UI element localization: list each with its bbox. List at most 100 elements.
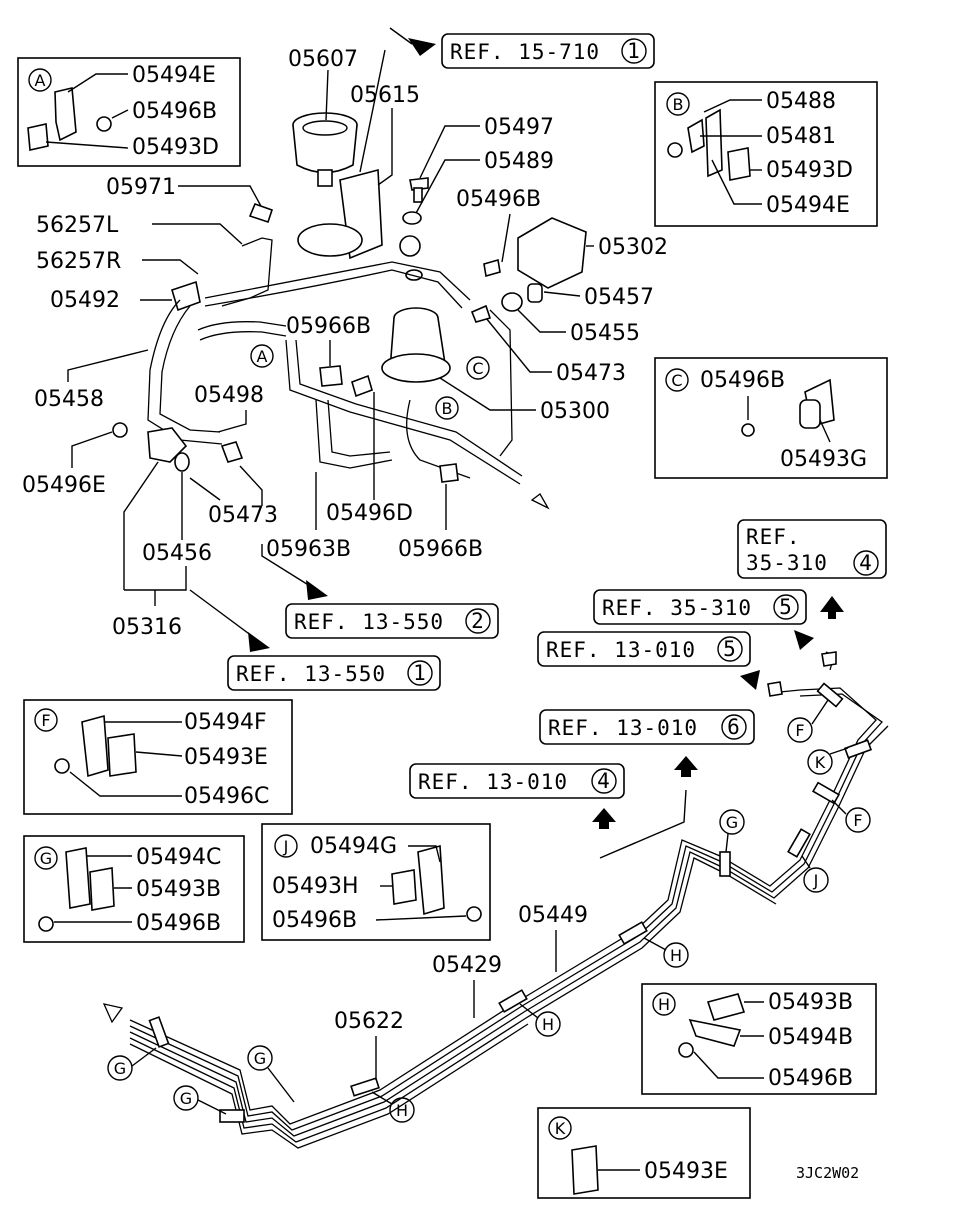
ref-13-550-2[interactable]: REF. 13-550 2 — [261, 544, 499, 639]
part-05494C: 05494C — [136, 845, 221, 870]
clip-marker-k: K — [815, 753, 826, 772]
ref-35-310-4[interactable]: REF. 35-310 4 — [737, 519, 887, 619]
callout-05316: 05316 — [112, 615, 182, 640]
detail-a-marker — [28, 68, 52, 92]
diagram-code: 3JC2W02 — [796, 1164, 859, 1182]
part-05496B-c: 05496B — [700, 368, 785, 393]
ref-13-010-5-num: 5 — [723, 637, 737, 661]
callout-05497: 05497 — [484, 115, 554, 140]
callout-05458: 05458 — [34, 387, 104, 412]
detail-box-c: C 05496B 05493G — [654, 357, 888, 479]
detail-j-letter: J — [283, 837, 289, 856]
detail-box-h: H 05493B 05494B 05496B — [641, 983, 877, 1095]
clamp-shape — [54, 87, 77, 142]
clip-marker-g-2: G — [254, 1049, 266, 1068]
clip-marker-b: B — [442, 399, 453, 418]
detail-a-letter: A — [35, 71, 46, 90]
callout-05489: 05489 — [484, 149, 554, 174]
callout-05966B-top: 05966B — [286, 314, 371, 339]
part-05494B: 05494B — [768, 1025, 853, 1050]
detail-c-letter: C — [671, 371, 682, 390]
part-05493E: 05493E — [184, 745, 268, 770]
callout-56257L: 56257L — [36, 213, 119, 238]
callout-05473-mid: 05473 — [556, 361, 626, 386]
ref-13-010-4-num: 4 — [597, 769, 611, 793]
arrow-icon — [248, 632, 270, 652]
callout-05615: 05615 — [350, 83, 420, 108]
part-05493B: 05493B — [136, 877, 221, 902]
ref-13-550-1-text: REF. 13-550 — [236, 662, 386, 686]
part-05494E-b: 05494E — [766, 193, 850, 218]
ref-13-010-6[interactable]: REF. 13-010 6 — [539, 709, 755, 777]
part-05493H: 05493H — [272, 874, 359, 899]
ref-35-310-4-line2: 35-310 — [746, 551, 828, 575]
arrow-icon — [674, 756, 698, 770]
callout-05622: 05622 — [334, 1009, 404, 1034]
callout-05456: 05456 — [142, 541, 212, 566]
detail-b-letter: B — [673, 95, 684, 114]
clip-marker-g-3: G — [180, 1089, 192, 1108]
callout-05607: 05607 — [288, 47, 358, 72]
callout-05966B-low: 05966B — [398, 537, 483, 562]
clip-marker-g-1: G — [114, 1059, 126, 1078]
ref-15-710[interactable]: REF. 15-710 1 — [389, 27, 655, 69]
detail-box-f: F 05494F 05493E 05496C — [23, 699, 293, 815]
ref-13-010-6-text: REF. 13-010 — [548, 716, 698, 740]
part-05481: 05481 — [766, 124, 836, 149]
ref-13-550-1[interactable]: REF. 13-550 1 — [189, 589, 441, 691]
callout-05429: 05429 — [432, 953, 502, 978]
callout-05496D: 05496D — [326, 501, 413, 526]
part-05496C: 05496C — [184, 784, 269, 809]
clip-shape — [27, 123, 49, 151]
clip-marker-a: A — [257, 347, 268, 366]
part-05494E: 05494E — [132, 63, 216, 88]
callout-05473-low: 05473 — [208, 503, 278, 528]
clip-marker-j: J — [813, 871, 819, 890]
clip-marker-f-2: F — [795, 721, 804, 740]
callout-05300: 05300 — [540, 399, 610, 424]
ref-35-310-5-text: REF. 35-310 — [602, 596, 752, 620]
ref-35-310-4-line1: REF. — [746, 525, 801, 549]
filter-canister — [292, 112, 383, 260]
part-05493G: 05493G — [780, 447, 867, 472]
detail-box-a: A 05494E 05496B 05493D — [17, 57, 241, 167]
arrow-outline — [102, 1003, 124, 1024]
ref-35-310-5[interactable]: REF. 35-310 5 — [593, 589, 814, 650]
part-05494G: 05494G — [310, 834, 397, 859]
detail-box-g: G 05494C 05493B 05496B — [23, 835, 245, 943]
part-05493B-h: 05493B — [768, 990, 853, 1015]
detail-f-letter: F — [41, 711, 50, 730]
part-05493E-k: 05493E — [644, 1159, 728, 1184]
part-05494F: 05494F — [184, 710, 267, 735]
clip-marker-h-3: H — [670, 946, 682, 965]
part-05488: 05488 — [766, 89, 836, 114]
arrow-icon — [306, 580, 328, 600]
clip-marker-c: C — [472, 359, 483, 378]
part-05496B: 05496B — [132, 99, 217, 124]
detail-box-j: J 05494G 05493H 05496B — [261, 823, 491, 941]
arrow-icon — [740, 670, 760, 690]
ref-13-010-5[interactable]: REF. 13-010 5 — [537, 631, 760, 690]
callout-05457: 05457 — [584, 285, 654, 310]
callout-05971: 05971 — [106, 175, 176, 200]
clip-marker-g-4: G — [726, 813, 738, 832]
ref-13-550-2-text: REF. 13-550 — [294, 610, 444, 634]
bolt-shape — [96, 116, 112, 132]
ref-13-010-6-num: 6 — [727, 715, 741, 739]
ref-13-010-4[interactable]: REF. 13-010 4 — [409, 763, 625, 829]
callout-05449: 05449 — [518, 903, 588, 928]
callout-05492: 05492 — [50, 288, 120, 313]
pump-05300 — [381, 307, 451, 383]
callout-05496E: 05496E — [22, 473, 106, 498]
ref-13-550-1-num: 1 — [413, 661, 427, 685]
callout-05302: 05302 — [598, 235, 668, 260]
ref-13-010-5-text: REF. 13-010 — [546, 638, 696, 662]
detail-g-letter: G — [40, 849, 52, 868]
callout-05963B: 05963B — [266, 537, 351, 562]
clip-marker-f-1: F — [853, 811, 862, 830]
callout-05496B-top: 05496B — [456, 187, 541, 212]
bracket-05302 — [517, 217, 587, 289]
detail-h-letter: H — [658, 995, 670, 1014]
arrow-icon — [592, 808, 616, 822]
